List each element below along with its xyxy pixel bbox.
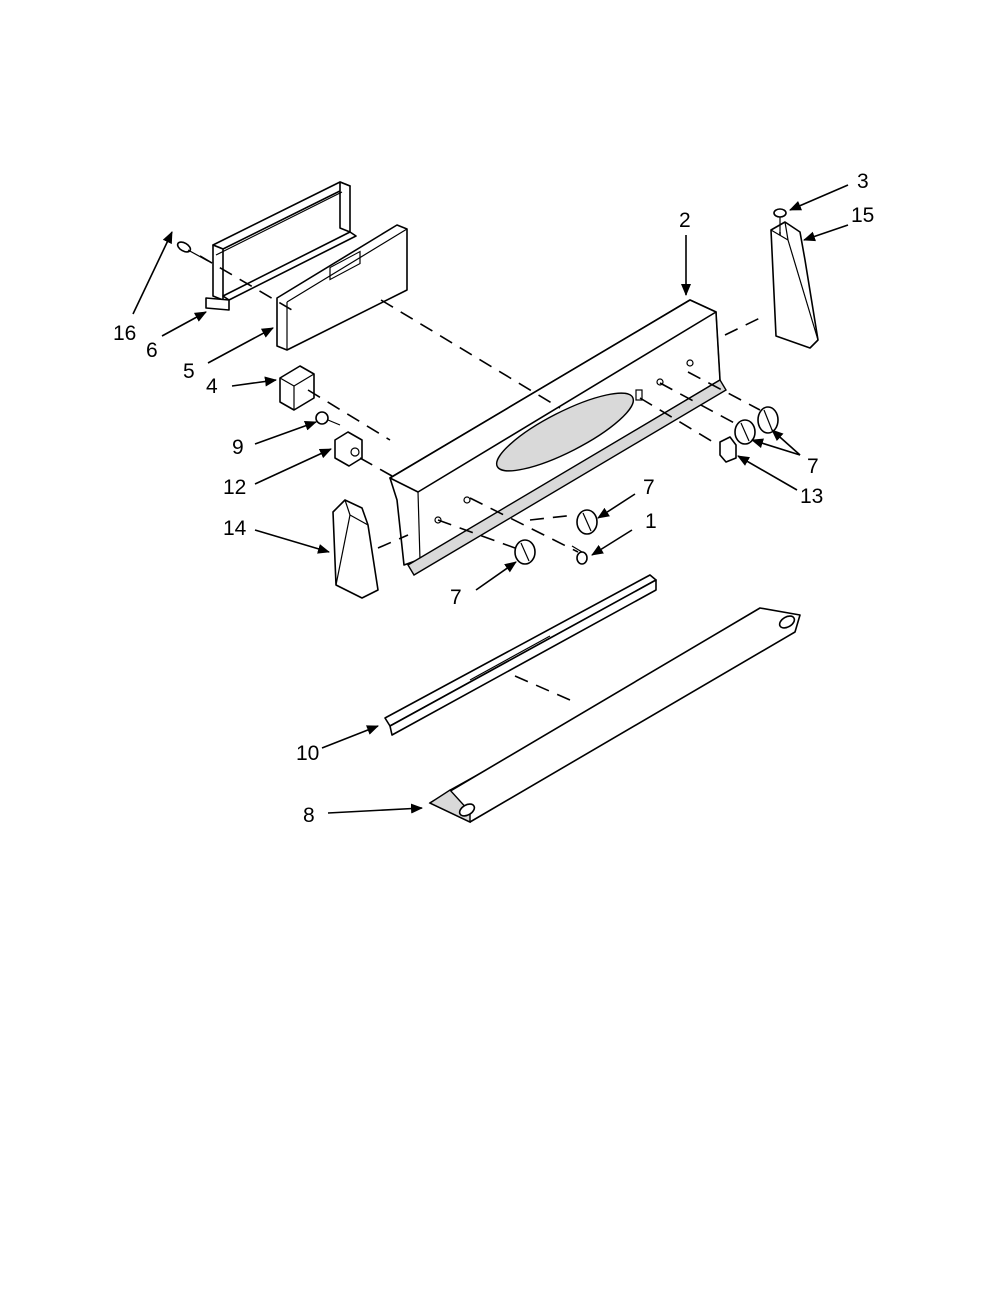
part-16-screw [176,241,209,262]
part-14-left-endcap [332,499,379,599]
part-12-receptacle [334,431,363,467]
part-1-screw [571,545,588,565]
part-2-console [389,299,727,576]
callout-16: 16 [113,322,136,345]
part-3-screw [773,208,787,232]
callout-7-right: 7 [807,455,819,478]
part-7-knob-upper-right [757,406,779,434]
part-13-switch-knob [719,436,737,463]
assembly-lines [199,232,781,701]
callout-3: 3 [857,170,869,193]
part-7-knob-center [576,509,598,535]
part-7-knob-lower [514,539,536,565]
part-10-trim-strip [384,574,657,736]
callout-7-center: 7 [643,476,655,499]
callout-4: 4 [206,375,218,398]
part-7-knob-mid-right [734,419,756,445]
part-8-base-trim [428,607,801,824]
callout-2: 2 [679,209,691,232]
callout-5: 5 [183,360,195,383]
callout-10: 10 [296,742,319,765]
part-4-switch [279,365,315,411]
callout-6: 6 [146,339,158,362]
part-15-right-bracket [770,221,819,349]
part-5-back-board [276,224,408,351]
callout-8: 8 [303,804,315,827]
callout-14: 14 [223,517,247,540]
callout-13: 13 [800,485,823,508]
part-9-screw [315,411,341,426]
callout-12: 12 [223,476,246,499]
callout-7-lower: 7 [450,586,462,609]
part-6-bracket [205,181,357,311]
leader-arrows [132,184,849,814]
callout-15: 15 [851,204,874,227]
callout-1: 1 [645,510,657,533]
callout-labels: 16 6 5 4 9 12 14 2 3 15 7 13 7 1 7 10 8 [113,170,874,827]
callout-9: 9 [232,436,244,459]
